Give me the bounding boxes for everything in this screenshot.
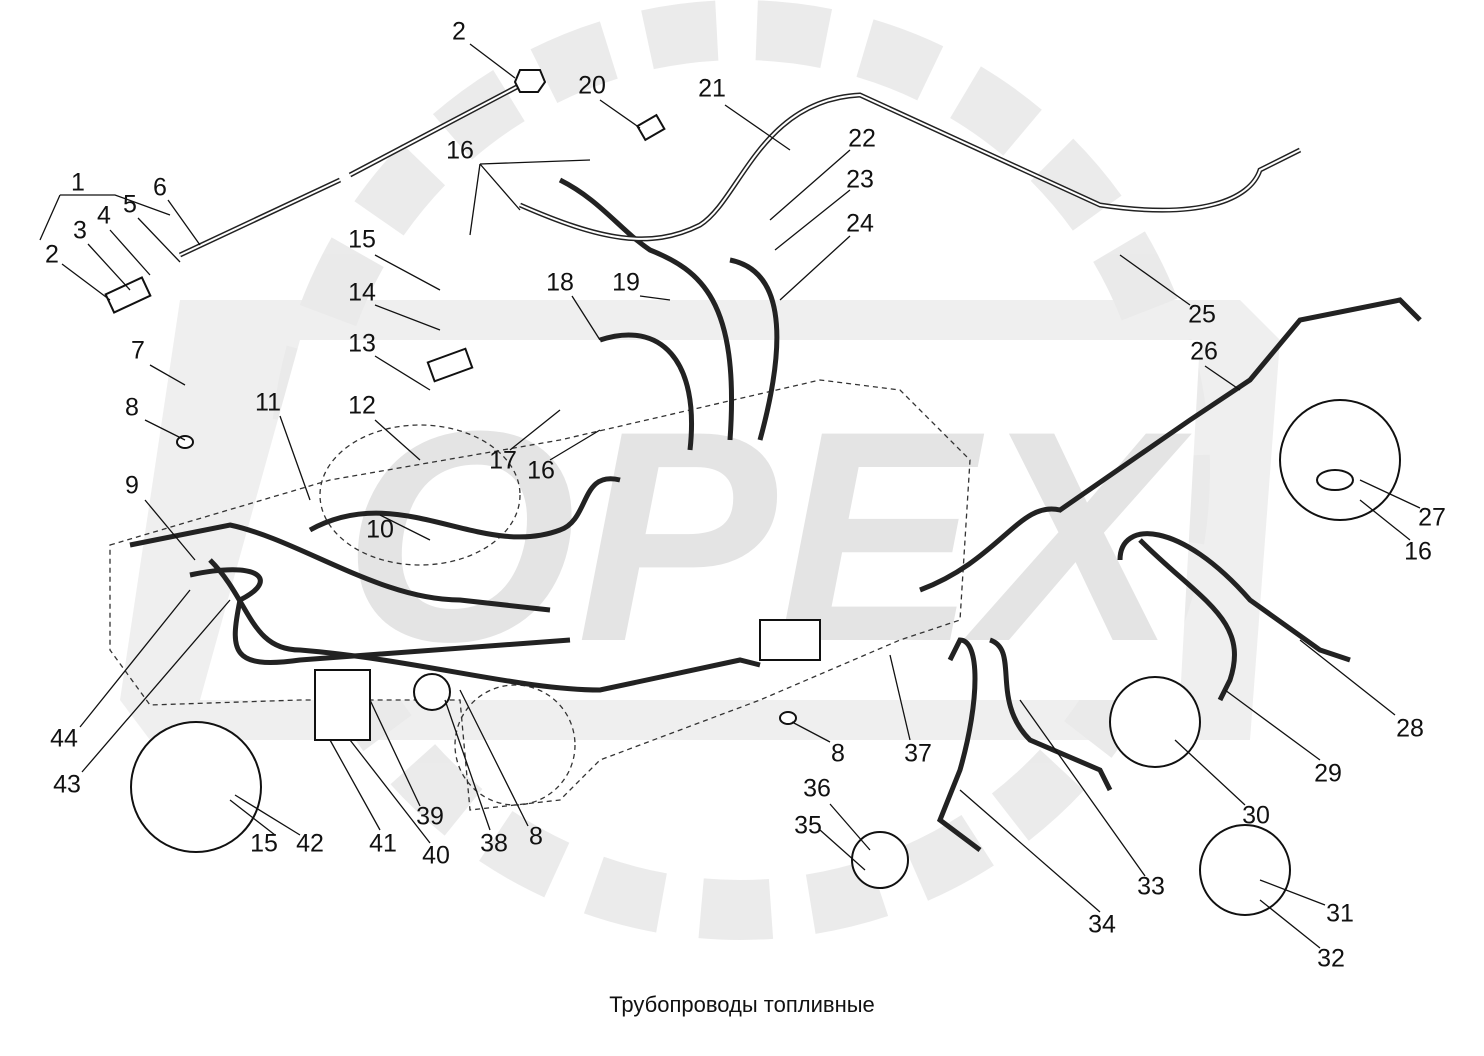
callout-label: 10 [366,516,394,544]
callout-label: 22 [848,125,876,153]
callout-label: 8 [831,740,845,768]
callout-label: 2 [45,241,59,269]
callout-label: 35 [794,812,822,840]
callout-label: 38 [480,830,508,858]
callout-label: 30 [1242,802,1270,830]
callout-label: 24 [846,210,874,238]
callout-label: 44 [50,725,78,753]
callout-label: 4 [97,202,111,230]
callout-label: 11 [255,389,281,417]
callout-label: 5 [123,191,137,219]
callout-label: 28 [1396,715,1424,743]
callout-label: 13 [348,330,376,358]
callout-label: 8 [125,394,139,422]
callout-label: 41 [369,830,397,858]
callout-label: 8 [529,823,543,851]
callout-label: 39 [416,803,444,831]
callout-label: 1 [71,169,85,197]
callout-label: 20 [578,72,606,100]
callout-label: 26 [1190,338,1218,366]
callout-label: 25 [1188,301,1216,329]
callout-label: 14 [348,279,376,307]
callout-label: 21 [698,75,726,103]
callout-label: 7 [131,337,145,365]
callout-label: 19 [612,269,640,297]
callout-label: 15 [250,830,278,858]
callout-label: 23 [846,166,874,194]
callout-label: 18 [546,269,574,297]
callout-label: 17 [489,447,517,475]
leader-lines [39,43,1421,949]
callout-label: 3 [73,217,87,245]
callout-label: 40 [422,842,450,870]
callout-label: 37 [904,740,932,768]
callout-label: 2 [452,18,466,46]
callout-label: 31 [1326,900,1354,928]
callout-label: 15 [348,226,376,254]
callout-label: 16 [1404,538,1432,566]
diagram-caption: Трубопроводы топливные [609,992,875,1017]
callout-label: 36 [803,775,831,803]
callout-label: 33 [1137,873,1165,901]
callout-label: 9 [125,472,139,500]
callout-label: 43 [53,771,81,799]
callout-label: 6 [153,174,167,202]
callout-label: 29 [1314,760,1342,788]
callout-label: 42 [296,830,324,858]
fuel-pipes [129,77,1422,852]
callout-label: 32 [1317,945,1345,973]
callout-label: 16 [527,457,555,485]
callout-label: 27 [1418,504,1446,532]
callout-label: 16 [446,137,474,165]
callout-label: 12 [348,392,376,420]
callout-label: 34 [1088,911,1116,939]
